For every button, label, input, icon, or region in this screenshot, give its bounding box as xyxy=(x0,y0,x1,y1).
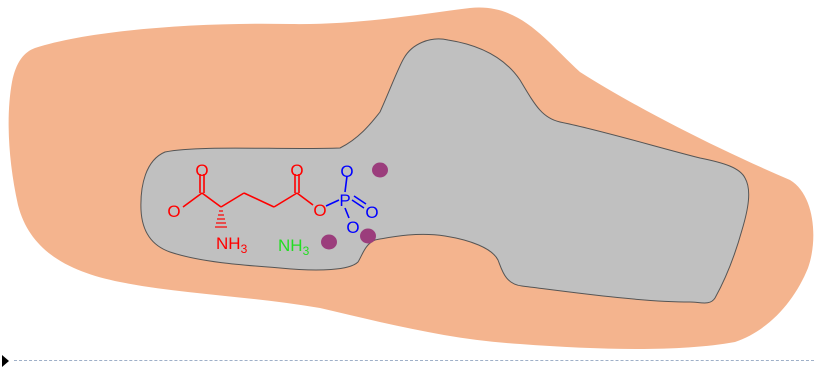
phosphate-group xyxy=(325,175,367,219)
side-chain-carbonyl-oxygen: O xyxy=(290,161,303,180)
bond xyxy=(351,199,365,209)
dashed-divider xyxy=(14,360,814,361)
alpha-carboxyl-oxygen-left: O xyxy=(167,202,180,221)
metal-ion-left xyxy=(321,234,337,250)
bond xyxy=(201,192,222,208)
bond xyxy=(353,195,367,205)
bond xyxy=(296,192,314,206)
alpha-carboxyl-oxygen-top: O xyxy=(195,161,208,180)
phosphate-oxygen-bottom: O xyxy=(346,218,359,237)
alpha-amine-label: NH3 xyxy=(216,234,248,256)
glutamate-residue xyxy=(182,174,314,208)
ammonia-label: NH3 xyxy=(278,236,310,258)
bond xyxy=(344,207,350,219)
metal-ion-right xyxy=(360,228,376,244)
bridging-oxygen: O xyxy=(313,201,326,220)
bond xyxy=(243,192,275,208)
binding-pocket xyxy=(140,38,750,304)
bond xyxy=(325,199,340,207)
bond xyxy=(273,192,298,208)
phosphate-oxygen-right: O xyxy=(365,203,378,222)
bond xyxy=(220,192,245,208)
bond xyxy=(344,175,348,193)
slide-bullet-icon xyxy=(2,355,9,367)
bond xyxy=(182,192,203,208)
stereo-hash-bond xyxy=(215,210,227,228)
metal-ion-top xyxy=(372,162,388,178)
phosphorus-atom: P xyxy=(339,191,350,210)
phosphate-oxygen-top: O xyxy=(340,162,353,181)
